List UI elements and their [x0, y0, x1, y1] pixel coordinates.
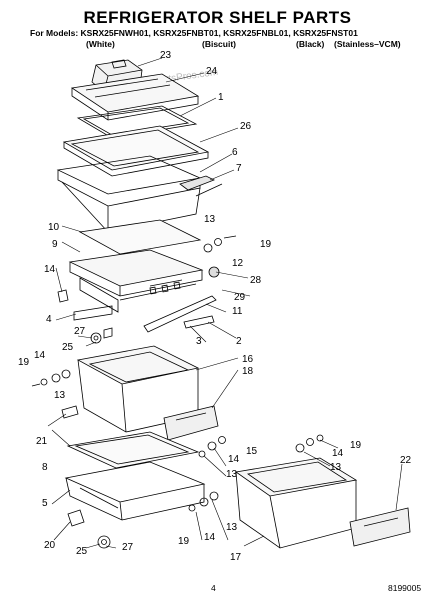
callout-25-left: 25	[62, 342, 74, 353]
callout-28: 28	[250, 275, 262, 286]
callout-labels: 23 24 1 26 6 7 10 9 13 19 14 12 28 29 11…	[18, 50, 412, 563]
callout-2: 2	[236, 336, 242, 347]
models-line: For Models: KSRX25FNWH01, KSRX25FNBT01, …	[30, 28, 358, 38]
fastener-group-middle	[188, 436, 226, 512]
callout-14-bottom: 14	[204, 532, 216, 543]
callout-19-bottom: 19	[178, 536, 190, 547]
part-6-crisper-frame	[56, 155, 223, 233]
callout-19-right: 19	[350, 440, 362, 451]
callout-24: 24	[206, 66, 218, 77]
callout-13-mid: 13	[226, 469, 238, 480]
callout-26: 26	[240, 121, 252, 132]
callout-3: 3	[196, 336, 202, 347]
callout-7: 7	[236, 163, 242, 174]
finish-stainless: (Stainless–VCM)	[334, 39, 401, 49]
part-18-drawer-handle	[163, 405, 219, 441]
callout-19-left: 19	[18, 357, 30, 368]
part-2-clip	[183, 315, 215, 329]
page-number: 4	[211, 583, 216, 593]
callout-27-bottom: 27	[122, 542, 134, 553]
callout-14-right: 14	[332, 448, 344, 459]
callout-5: 5	[42, 498, 48, 509]
part-26-glass-shelf	[62, 125, 210, 177]
callout-18: 18	[242, 366, 254, 377]
part-25-27-wheel-bottom	[97, 535, 111, 549]
fastener-group-right	[295, 434, 324, 453]
callout-4: 4	[46, 314, 52, 325]
callout-17: 17	[230, 552, 242, 563]
page-title: REFRIGERATOR SHELF PARTS	[83, 8, 352, 27]
part-16-crisper-drawer	[76, 345, 200, 433]
fastener-group-top-right	[203, 235, 237, 278]
part-1-frame	[76, 105, 198, 139]
callout-13-top: 13	[204, 214, 216, 225]
part-17-crisper-drawer	[234, 457, 358, 549]
callout-25-bottom: 25	[76, 546, 88, 557]
document-code: 8199005	[388, 583, 422, 593]
part-8-glass-shelf	[66, 431, 200, 469]
callout-15: 15	[246, 446, 258, 457]
part-24-shelf	[70, 73, 200, 121]
part-12-clip	[57, 289, 69, 303]
callout-13-bottom: 13	[226, 522, 238, 533]
part-5-shelf-frame	[64, 461, 206, 521]
callout-14-mid: 14	[228, 454, 240, 465]
finish-white: (White)	[86, 39, 115, 49]
leader-lines	[47, 57, 403, 549]
callout-29: 29	[234, 292, 246, 303]
callout-21: 21	[36, 436, 48, 447]
fastener-group-left	[31, 369, 71, 387]
callout-8: 8	[42, 462, 48, 473]
callout-11: 11	[232, 306, 243, 317]
callout-20: 20	[44, 540, 56, 551]
part-22-drawer-handle	[349, 507, 411, 547]
part-27-25-wheel-left	[90, 327, 113, 344]
callout-12: 14	[44, 264, 56, 275]
callout-14-left: 14	[34, 350, 46, 361]
finish-biscuit: (Biscuit)	[202, 39, 236, 49]
finish-black: (Black)	[296, 39, 325, 49]
callout-23: 23	[160, 50, 172, 61]
callout-14-top: 12	[232, 258, 244, 269]
callout-22: 22	[400, 455, 412, 466]
callout-1: 1	[218, 92, 224, 103]
part-20-clip	[67, 509, 85, 527]
part-9-shelf-frame	[68, 249, 204, 313]
callout-16: 16	[242, 354, 254, 365]
part-4-rail	[73, 305, 113, 321]
callout-19-top: 19	[260, 239, 272, 250]
callout-10: 10	[48, 222, 60, 233]
callout-9: 9	[52, 239, 58, 250]
callout-27-left: 27	[74, 326, 86, 337]
part-21-clip	[61, 405, 79, 419]
part-11-rail	[143, 295, 217, 333]
part-10-glass-insert	[78, 219, 202, 255]
callout-13-left: 13	[54, 390, 66, 401]
callout-13-right: 13	[330, 462, 342, 473]
callout-6: 6	[232, 147, 238, 158]
